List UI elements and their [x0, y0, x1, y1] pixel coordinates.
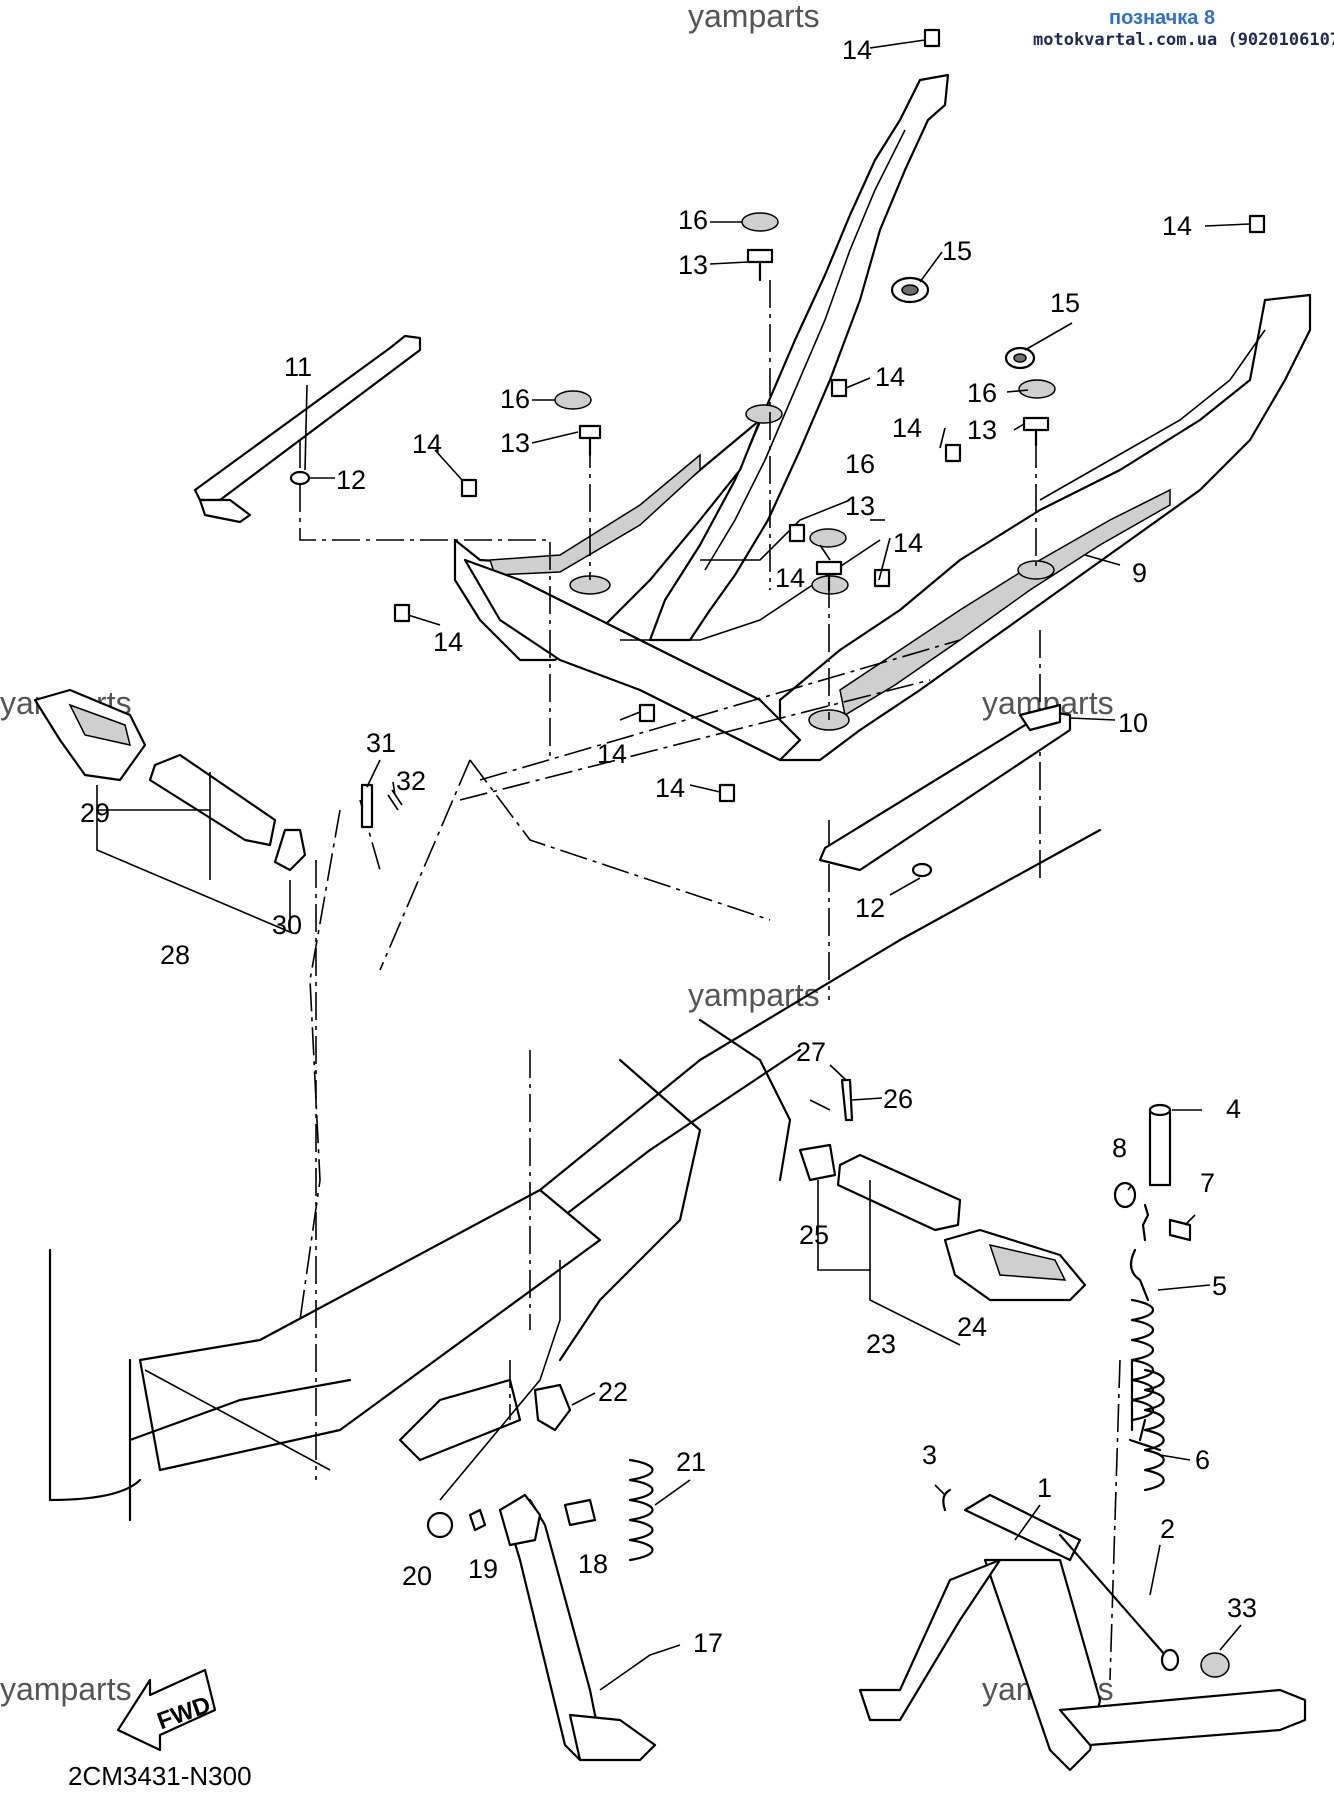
label-32: 32	[396, 766, 426, 796]
footrest-right	[798, 1078, 1087, 1302]
bracket-11	[193, 334, 422, 524]
label-9: 9	[1132, 558, 1147, 588]
label-12: 12	[855, 893, 885, 923]
centre-stand	[858, 1488, 1307, 1772]
footrest-left	[33, 688, 403, 872]
assembly-lines	[299, 280, 1121, 1681]
watermark: yamparts	[688, 977, 820, 1013]
scooter-frame	[48, 639, 1102, 1522]
label-18: 18	[578, 1549, 608, 1579]
label-14: 14	[1162, 211, 1192, 241]
label-27: 27	[796, 1037, 826, 1067]
label-14: 14	[655, 773, 685, 803]
label-5: 5	[1212, 1271, 1227, 1301]
label-16: 16	[967, 378, 997, 408]
label-14: 14	[433, 627, 463, 657]
label-14: 14	[893, 528, 923, 558]
label-16: 16	[500, 384, 530, 414]
label-20: 20	[402, 1561, 432, 1591]
label-16: 16	[678, 205, 708, 235]
part-labels: 14 14 16 13 15 15 11 12 16 13 14 14 14 1…	[80, 35, 1257, 1658]
label-14: 14	[775, 563, 805, 593]
label-14: 14	[842, 35, 872, 65]
label-14: 14	[597, 739, 627, 769]
label-10: 10	[1118, 708, 1148, 738]
watermark: yamparts	[0, 1671, 132, 1707]
label-13: 13	[678, 250, 708, 280]
label-25: 25	[799, 1220, 829, 1250]
bolts-and-caps	[554, 212, 1056, 592]
clips-14	[393, 28, 1266, 803]
label-14: 14	[875, 362, 905, 392]
source-site: motokvartal.com.ua (902010610700)	[1033, 30, 1334, 50]
diagram-code: 2CM3431-N300	[68, 1761, 252, 1791]
label-12: 12	[336, 465, 366, 495]
label-8: 8	[1112, 1133, 1127, 1163]
label-33: 33	[1227, 1593, 1257, 1623]
side-stand	[426, 1383, 657, 1762]
label-30: 30	[272, 910, 302, 940]
label-22: 22	[598, 1377, 628, 1407]
fwd-arrow-icon: FWD	[116, 1668, 217, 1752]
label-1: 1	[1037, 1473, 1052, 1503]
label-13: 13	[967, 415, 997, 445]
label-6: 6	[1195, 1445, 1210, 1475]
label-28: 28	[160, 940, 190, 970]
label-2: 2	[1160, 1514, 1175, 1544]
label-15: 15	[942, 236, 972, 266]
watermark: yamparts	[688, 0, 820, 34]
label-16: 16	[845, 449, 875, 479]
label-11: 11	[284, 352, 312, 382]
label-29: 29	[80, 798, 110, 828]
label-14: 14	[412, 429, 442, 459]
bracket-10	[818, 703, 1072, 872]
label-17: 17	[693, 1628, 723, 1658]
label-3: 3	[922, 1440, 937, 1470]
label-19: 19	[468, 1554, 498, 1584]
label-14: 14	[892, 413, 922, 443]
label-23: 23	[866, 1329, 896, 1359]
label-24: 24	[957, 1312, 987, 1342]
leader-lines	[96, 39, 1251, 1691]
label-21: 21	[676, 1447, 706, 1477]
floor-board-part	[453, 73, 1312, 762]
label-13: 13	[845, 491, 875, 521]
label-26: 26	[883, 1084, 913, 1114]
stand-springs	[1113, 1103, 1192, 1492]
label-4: 4	[1226, 1094, 1241, 1124]
diagram-tag: позначка 8	[1109, 7, 1215, 29]
label-13: 13	[500, 428, 530, 458]
label-7: 7	[1200, 1168, 1215, 1198]
label-15: 15	[1050, 288, 1080, 318]
label-31: 31	[366, 728, 396, 758]
